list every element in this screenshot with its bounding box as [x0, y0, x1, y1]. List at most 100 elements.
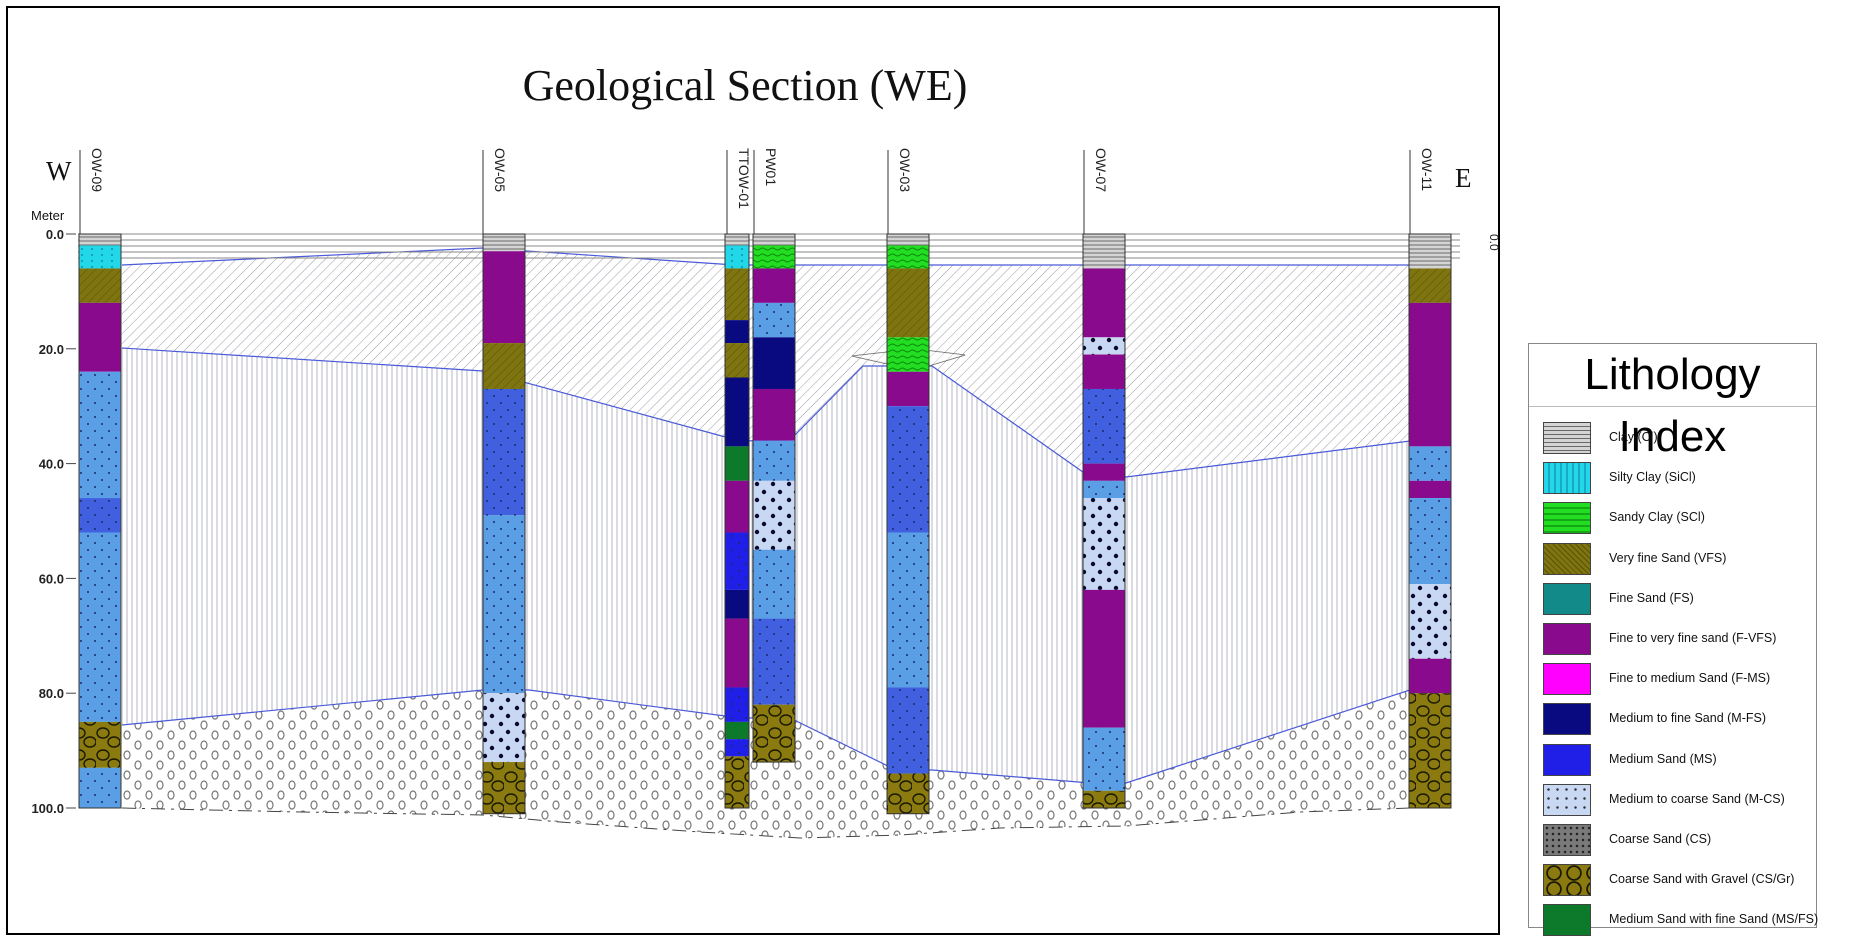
legend-label: Fine to very fine sand (F-VFS) — [1609, 631, 1777, 645]
legend-swatch — [1543, 904, 1591, 937]
lithology-interval — [1083, 463, 1125, 481]
depth-tick-label: 100.0 — [31, 801, 64, 816]
lithology-interval-texture — [753, 480, 795, 550]
legend-swatch — [1543, 824, 1591, 856]
lithology-interval — [483, 251, 525, 344]
lithology-interval — [753, 234, 795, 246]
legend-swatch — [1543, 703, 1591, 736]
lithology-interval — [753, 704, 795, 763]
borehole-outline — [1408, 233, 1452, 809]
legend-swatch — [1543, 422, 1591, 454]
lithology-interval — [725, 234, 749, 246]
lithology-interval-texture — [1083, 498, 1125, 590]
right-depth-tick: 0.0 — [1487, 234, 1501, 251]
legend-swatch — [1543, 582, 1591, 615]
lithology-interval-texture — [1409, 584, 1451, 659]
lithology-interval — [725, 446, 749, 481]
legend-item-fms: Fine to medium Sand (F-MS) — [1543, 663, 1813, 696]
lithology-interval — [79, 245, 121, 269]
lithology-interval — [79, 234, 121, 246]
legend-swatch — [1543, 783, 1591, 816]
lithology-interval — [725, 756, 749, 808]
borehole-outline — [78, 233, 122, 809]
lithology-interval — [1409, 693, 1451, 808]
lithology-interval-texture — [483, 388, 525, 516]
legend-item-clay: Clay (Cl) — [1543, 422, 1813, 454]
lithology-interval-texture — [725, 532, 749, 590]
lithology-interval-texture — [79, 767, 121, 808]
depth-tick-label: 60.0 — [39, 571, 64, 586]
legend-label: Medium Sand with fine Sand (MS/FS) — [1609, 912, 1819, 927]
borehole-outline — [886, 233, 930, 815]
lithology-interval-texture — [725, 739, 749, 757]
unit-boundary-line — [121, 247, 1410, 266]
legend-item-mcs: Medium to coarse Sand (M-CS) — [1543, 783, 1813, 816]
legend-item-csgr: Coarse Sand with Gravel (CS/Gr) — [1543, 864, 1813, 897]
lithology-interval-texture — [753, 302, 795, 338]
borehole-columns — [78, 233, 1452, 815]
depth-tick-label: 20.0 — [39, 342, 64, 357]
well-name: OW-05 — [492, 148, 508, 192]
lithology-interval — [725, 618, 749, 688]
depth-tick-label: 80.0 — [39, 686, 64, 701]
lithology-interval — [753, 245, 795, 269]
legend-item-scl: Sandy Clay (SCl) — [1543, 502, 1813, 535]
well-name: PW01 — [763, 148, 779, 186]
legend-item-ms: Medium Sand (MS) — [1543, 743, 1813, 776]
borehole-outline — [1082, 233, 1126, 809]
legend-item-fvfs: Fine to very fine sand (F-VFS) — [1543, 623, 1813, 655]
lithology-interval — [725, 377, 749, 447]
legend-label: Coarse Sand (CS) — [1609, 832, 1712, 846]
lithology-interval — [79, 268, 121, 303]
legend-swatch — [1543, 743, 1591, 776]
legend-item-mfs: Medium to fine Sand (M-FS) — [1543, 703, 1813, 736]
lithology-interval-texture — [753, 440, 795, 481]
lithology-interval — [1409, 302, 1451, 447]
lithology-interval-texture — [1083, 480, 1125, 499]
legend-item-msfs: Medium Sand with fine Sand (MS/FS) — [1543, 904, 1818, 937]
borehole-7 — [1408, 233, 1452, 809]
lithology-interval-texture — [79, 371, 121, 499]
lithology-interval — [1409, 234, 1451, 269]
legend-label: Medium to coarse Sand (M-CS) — [1609, 791, 1785, 806]
lithology-interval-texture — [483, 693, 525, 763]
borehole-6 — [1082, 233, 1126, 809]
lithology-interval-texture — [483, 515, 525, 694]
lithology-interval-texture — [1409, 498, 1451, 585]
lithology-interval — [887, 268, 929, 338]
section-frame — [6, 6, 1500, 935]
well-name: OW-03 — [897, 148, 913, 192]
lithology-interval-texture — [887, 406, 929, 533]
section-title: Geological Section (WE) — [523, 61, 968, 110]
borehole-3 — [724, 233, 750, 809]
well-name: OW-07 — [1093, 148, 1109, 192]
legend-label: Fine Sand (FS) — [1609, 590, 1694, 605]
lithology-interval — [725, 268, 749, 321]
legend-item-sicl: Silty Clay (SiCl) — [1543, 462, 1813, 495]
lithology-interval — [1409, 268, 1451, 303]
legend-item-vfs: Very fine Sand (VFS) — [1543, 542, 1813, 575]
lithology-interval-texture — [753, 549, 795, 619]
lithology-interval — [1409, 658, 1451, 694]
legend-item-fs: Fine Sand (FS) — [1543, 582, 1813, 615]
borehole-outline — [482, 233, 526, 815]
legend-swatch — [1543, 462, 1591, 495]
lithology-interval — [725, 343, 749, 378]
well-name: TTOW-01 — [736, 148, 752, 209]
legend-label: Silty Clay (SiCl) — [1609, 470, 1696, 485]
lithology-interval — [483, 234, 525, 252]
lithology-interval — [725, 320, 749, 344]
borehole-outline — [724, 233, 750, 809]
legend-label: Fine to medium Sand (F-MS) — [1609, 671, 1771, 686]
base-dashed-line — [121, 807, 1411, 839]
well-name: OW-09 — [89, 148, 105, 192]
lithology-interval — [483, 762, 525, 814]
lithology-interval — [1083, 268, 1125, 338]
lithology-interval — [887, 337, 929, 372]
legend-swatch — [1543, 502, 1591, 535]
east-label: E — [1455, 163, 1472, 193]
lithology-interval — [1409, 480, 1451, 499]
legend-title: Lithology Index — [1529, 344, 1816, 461]
borehole-2 — [482, 233, 526, 815]
